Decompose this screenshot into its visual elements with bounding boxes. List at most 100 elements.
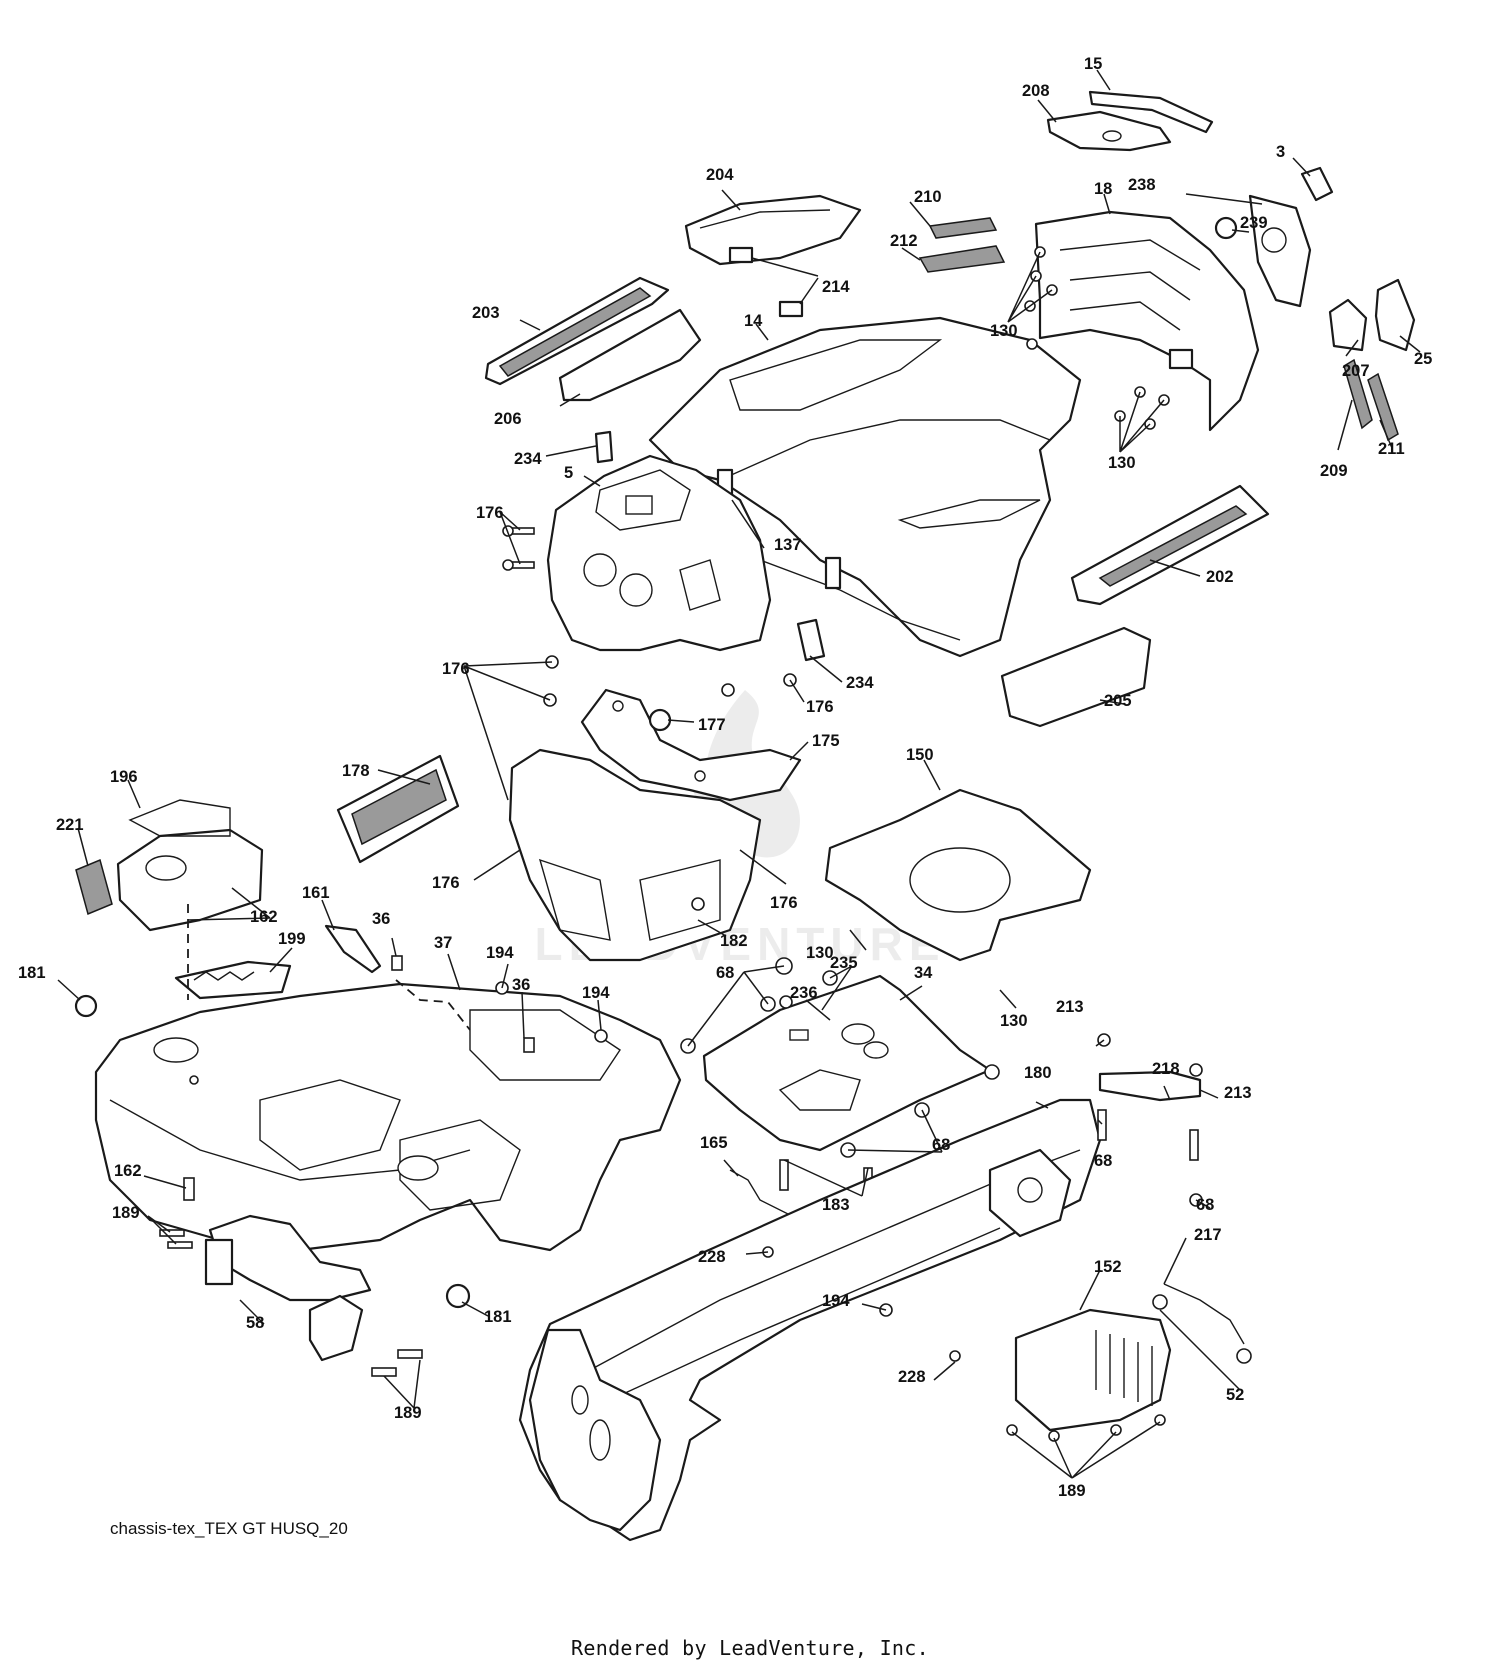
callout-234-mid[interactable]: 234 [846,674,874,692]
part-217-hold-down-rod[interactable] [1163,1283,1245,1345]
part-14-hood[interactable] [648,316,1082,658]
part-239-bulb[interactable] [1214,216,1238,240]
callout-204[interactable]: 204 [706,166,734,184]
callout-203[interactable]: 203 [472,304,500,322]
callout-25[interactable]: 25 [1414,350,1432,368]
callout-68-c[interactable]: 68 [932,1136,950,1154]
part-207-lamp-housing[interactable] [1328,298,1368,352]
callout-194-a[interactable]: 194 [486,944,514,962]
callout-199[interactable]: 199 [278,930,306,948]
callout-176-b[interactable]: 176 [806,698,834,716]
callout-176-e[interactable]: 176 [770,894,798,912]
part-175-steering-bracket[interactable] [580,688,802,802]
part-58-plate[interactable] [308,1294,364,1362]
callout-202[interactable]: 202 [1206,568,1234,586]
callout-162-low[interactable]: 162 [114,1162,142,1180]
callout-180[interactable]: 180 [1024,1064,1052,1082]
callout-206[interactable]: 206 [494,410,522,428]
callout-15[interactable]: 15 [1084,55,1102,73]
callout-34[interactable]: 34 [914,964,933,982]
callout-152[interactable]: 152 [1094,1258,1122,1276]
part-177-nut[interactable] [648,708,672,732]
callout-228-a[interactable]: 228 [698,1248,726,1266]
part-25-side-cover[interactable] [1374,278,1416,352]
callout-181-a[interactable]: 181 [18,964,46,982]
callout-236[interactable]: 236 [790,984,818,1002]
callout-68-d[interactable]: 68 [1196,1196,1214,1214]
callout-189-a[interactable]: 189 [112,1204,140,1222]
callout-176-d[interactable]: 176 [432,874,460,892]
callout-130-top[interactable]: 130 [990,322,1018,340]
part-162-bolt[interactable] [183,1177,195,1201]
callout-209[interactable]: 209 [1320,462,1348,480]
callout-181-b[interactable]: 181 [484,1308,512,1326]
part-196-fender-cover[interactable] [116,828,264,932]
callout-235[interactable]: 235 [830,954,858,972]
callout-58[interactable]: 58 [246,1314,264,1332]
callout-239[interactable]: 239 [1240,214,1268,232]
part-210-grille[interactable] [928,217,998,239]
callout-18[interactable]: 18 [1094,180,1112,198]
callout-210[interactable]: 210 [914,188,942,206]
part-52-nut-a[interactable] [1152,1294,1168,1310]
callout-213-a[interactable]: 213 [1056,998,1084,1016]
part-205-lower-panel[interactable] [1000,626,1152,728]
callout-3[interactable]: 3 [1276,143,1285,161]
callout-212[interactable]: 212 [890,232,918,250]
callout-205[interactable]: 205 [1104,692,1132,710]
callout-130-mid[interactable]: 130 [806,944,834,962]
callout-68-a[interactable]: 68 [716,964,734,982]
callout-211[interactable]: 211 [1378,440,1405,458]
callout-177[interactable]: 177 [698,716,726,734]
callout-182[interactable]: 182 [720,932,748,950]
part-204-top-cover[interactable] [684,194,862,266]
callout-183[interactable]: 183 [822,1196,850,1214]
part-18-front-housing[interactable] [1034,210,1260,432]
part-58-bracket[interactable] [208,1214,372,1302]
callout-213-b[interactable]: 213 [1224,1084,1252,1102]
part-228-bolt-b[interactable] [949,1350,961,1362]
callout-68-b[interactable]: 68 [1094,1152,1112,1170]
callout-189-c[interactable]: 189 [1058,1482,1086,1500]
callout-161[interactable]: 161 [302,884,330,902]
part-152-battery-tray[interactable] [1014,1308,1172,1432]
part-214-clip-b[interactable] [778,300,804,318]
callout-178[interactable]: 178 [342,762,370,780]
callout-165[interactable]: 165 [700,1134,728,1152]
part-181-grommet-b[interactable] [445,1283,471,1309]
part-137-spacer-b[interactable] [824,556,842,590]
callout-36-b[interactable]: 36 [512,976,530,994]
callout-175[interactable]: 175 [812,732,840,750]
callout-228-b[interactable]: 228 [898,1368,926,1386]
callout-208[interactable]: 208 [1022,82,1050,100]
callout-238[interactable]: 238 [1128,176,1156,194]
part-199-plate[interactable] [174,960,292,1000]
part-181-grommet-a[interactable] [74,994,98,1018]
part-37-fender-deck[interactable] [94,982,682,1252]
callout-218[interactable]: 218 [1152,1060,1180,1078]
part-161-clip[interactable] [324,924,382,974]
part-15-trim-strip[interactable] [1088,90,1214,134]
callout-189-b[interactable]: 189 [394,1404,422,1422]
callout-234-top[interactable]: 234 [514,450,542,468]
part-234-pad-mid[interactable] [796,618,826,662]
part-34-center-plate[interactable] [702,974,992,1152]
callout-5[interactable]: 5 [564,464,573,482]
callout-36-a[interactable]: 36 [372,910,390,928]
callout-221[interactable]: 221 [56,816,84,834]
callout-194-c[interactable]: 194 [822,1292,850,1310]
callout-14[interactable]: 14 [744,312,763,330]
callout-52[interactable]: 52 [1226,1386,1244,1404]
callout-207[interactable]: 207 [1342,362,1370,380]
callout-196[interactable]: 196 [110,768,138,786]
callout-214[interactable]: 214 [822,278,850,296]
callout-150[interactable]: 150 [906,746,934,764]
part-212-grille[interactable] [918,245,1006,273]
callout-176-a[interactable]: 176 [476,504,504,522]
part-209-side-grille[interactable] [1343,358,1373,430]
part-218-cross-bar[interactable] [1098,1070,1202,1102]
callout-194-b[interactable]: 194 [582,984,610,1002]
callout-137[interactable]: 137 [774,536,802,554]
part-206-bracket[interactable] [558,308,702,402]
callout-130-low[interactable]: 130 [1000,1012,1028,1030]
